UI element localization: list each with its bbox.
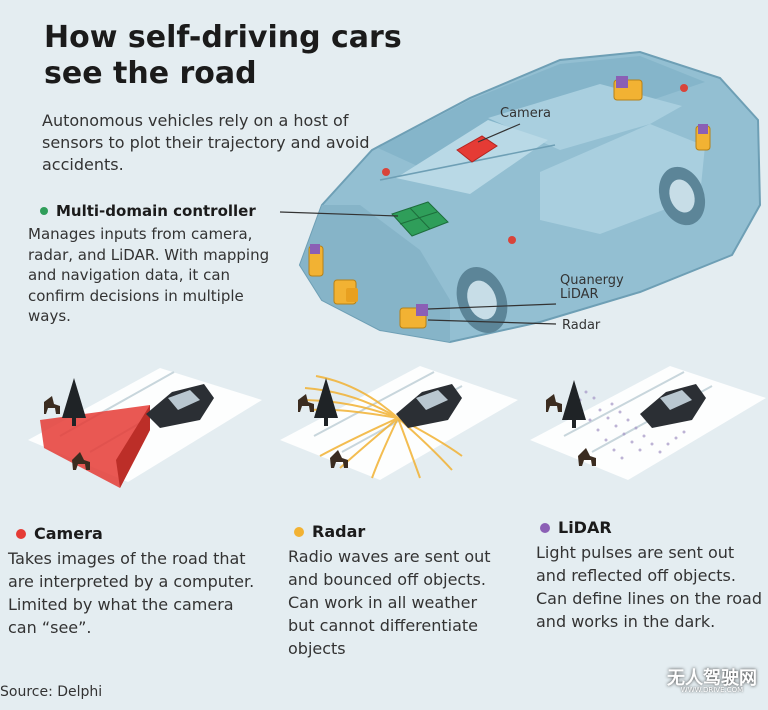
controller-description: Manages inputs from camera, radar, and L… (28, 225, 270, 325)
watermark-sub: WWW.DRIVE.COM (680, 686, 744, 694)
controller-bullet-icon (40, 207, 48, 215)
sensor-camera-description: Takes images of the road that are interp… (8, 549, 255, 637)
page-title: How self-driving cars see the road (44, 20, 402, 91)
quanergy-callout-line1: Quanergy (560, 273, 624, 288)
car-illustration (298, 50, 762, 344)
radar-scene (280, 366, 518, 480)
quanergy-callout-label: Quanergy LiDAR (560, 274, 624, 302)
lidar-sensor-icon (308, 76, 711, 329)
camera-bullet-icon (16, 528, 26, 539)
controller-chip-icon (391, 201, 449, 237)
sensor-radar-description: Radio waves are sent out and bounced off… (288, 547, 491, 658)
controller-heading: Multi-domain controller (40, 202, 256, 220)
camera-sensor-icon (456, 135, 498, 163)
sensor-lidar-description: Light pulses are sent out and reflected … (536, 543, 762, 631)
sensor-lidar-name: LiDAR (558, 518, 612, 537)
lidar-bullet-icon (540, 522, 550, 533)
lidar-scene (530, 366, 766, 480)
camera-scene (28, 368, 262, 488)
radar-sensor-icon (333, 279, 358, 305)
radar-bullet-icon (294, 526, 304, 537)
watermark-main: 无人驾驶网 (667, 668, 757, 689)
sensor-camera-name: Camera (34, 524, 103, 543)
sensor-lidar: LiDAR Light pulses are sent out and refl… (536, 518, 764, 633)
sensor-radar-heading: Radar (288, 522, 508, 541)
sensor-radar: Radar Radio waves are sent out and bounc… (288, 522, 508, 660)
radar-callout-label: Radar (562, 318, 601, 333)
quanergy-callout-line2: LiDAR (560, 287, 599, 302)
sensor-radar-name: Radar (312, 522, 366, 541)
camera-callout-label: Camera (500, 106, 552, 121)
sensor-lidar-heading: LiDAR (536, 518, 764, 537)
watermark-logo: 无人驾驶网 WWW.DRIVE.COM (664, 662, 760, 698)
intro-text: Autonomous vehicles rely on a host of se… (42, 111, 370, 174)
sensor-camera: Camera Takes images of the road that are… (8, 524, 258, 639)
controller-heading-text: Multi-domain controller (56, 202, 256, 220)
sensor-camera-heading: Camera (8, 524, 258, 543)
source-credit: Source: Delphi (0, 684, 103, 700)
